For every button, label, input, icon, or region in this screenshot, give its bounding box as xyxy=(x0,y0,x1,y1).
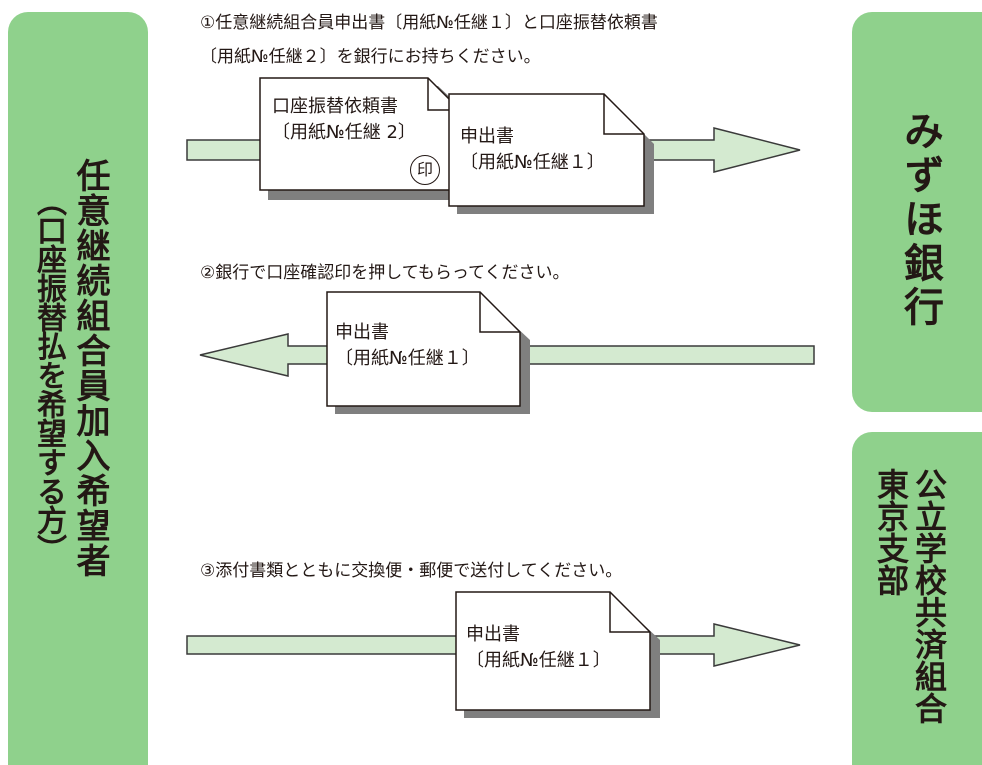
applicant-title: 任意継続組合員加入希望者 xyxy=(70,158,110,578)
applicant-panel xyxy=(8,12,148,765)
step3-doc-application-label: 申出書 〔用紙№任継１〕 xyxy=(466,622,611,674)
step3-text: ③添付書類とともに交換便・郵便で送付してください。 xyxy=(200,561,623,581)
step2-doc-application-label: 申出書 〔用紙№任継１〕 xyxy=(335,320,480,372)
union-name: 公立学校共済組合 東京支部 xyxy=(872,468,948,765)
step1-doc-transfer-request-label: 口座振替依頼書 〔用紙№任継 2〕 xyxy=(272,94,416,146)
seal-stamp: 印 xyxy=(410,155,440,185)
doc-title: 申出書 xyxy=(466,624,520,645)
doc-form-number: 〔用紙№任継１〕 xyxy=(460,152,605,173)
step2-doc-application xyxy=(326,291,530,414)
union-name-line1: 公立学校共済組合 xyxy=(910,468,948,724)
step1-text-line2: 〔用紙№任継２〕を銀行にお持ちください。 xyxy=(200,47,541,67)
union-panel xyxy=(852,432,982,765)
doc-title: 申出書 xyxy=(460,126,514,147)
step2-text: ②銀行で口座確認印を押してもらってください。 xyxy=(200,263,570,283)
applicant-subtitle: （口座振替払を希望する方） xyxy=(31,186,66,563)
step1-doc-application xyxy=(448,93,654,214)
doc-form-number: 〔用紙№任継１〕 xyxy=(335,348,480,369)
doc-title: 申出書 xyxy=(335,322,389,343)
bank-name: みずほ銀行 xyxy=(897,110,943,330)
doc-form-number: 〔用紙№任継 2〕 xyxy=(272,122,416,143)
step1-text-line1: ①任意継続組合員申出書〔用紙№任継１〕と口座振替依頼書 xyxy=(200,13,658,33)
step3-doc-application xyxy=(455,591,660,718)
doc-form-number: 〔用紙№任継１〕 xyxy=(466,650,611,671)
bank-panel xyxy=(852,12,982,412)
doc-title: 口座振替依頼書 xyxy=(272,96,398,117)
step1-doc-application-label: 申出書 〔用紙№任継１〕 xyxy=(460,124,605,176)
union-name-line2: 東京支部 xyxy=(872,468,910,596)
